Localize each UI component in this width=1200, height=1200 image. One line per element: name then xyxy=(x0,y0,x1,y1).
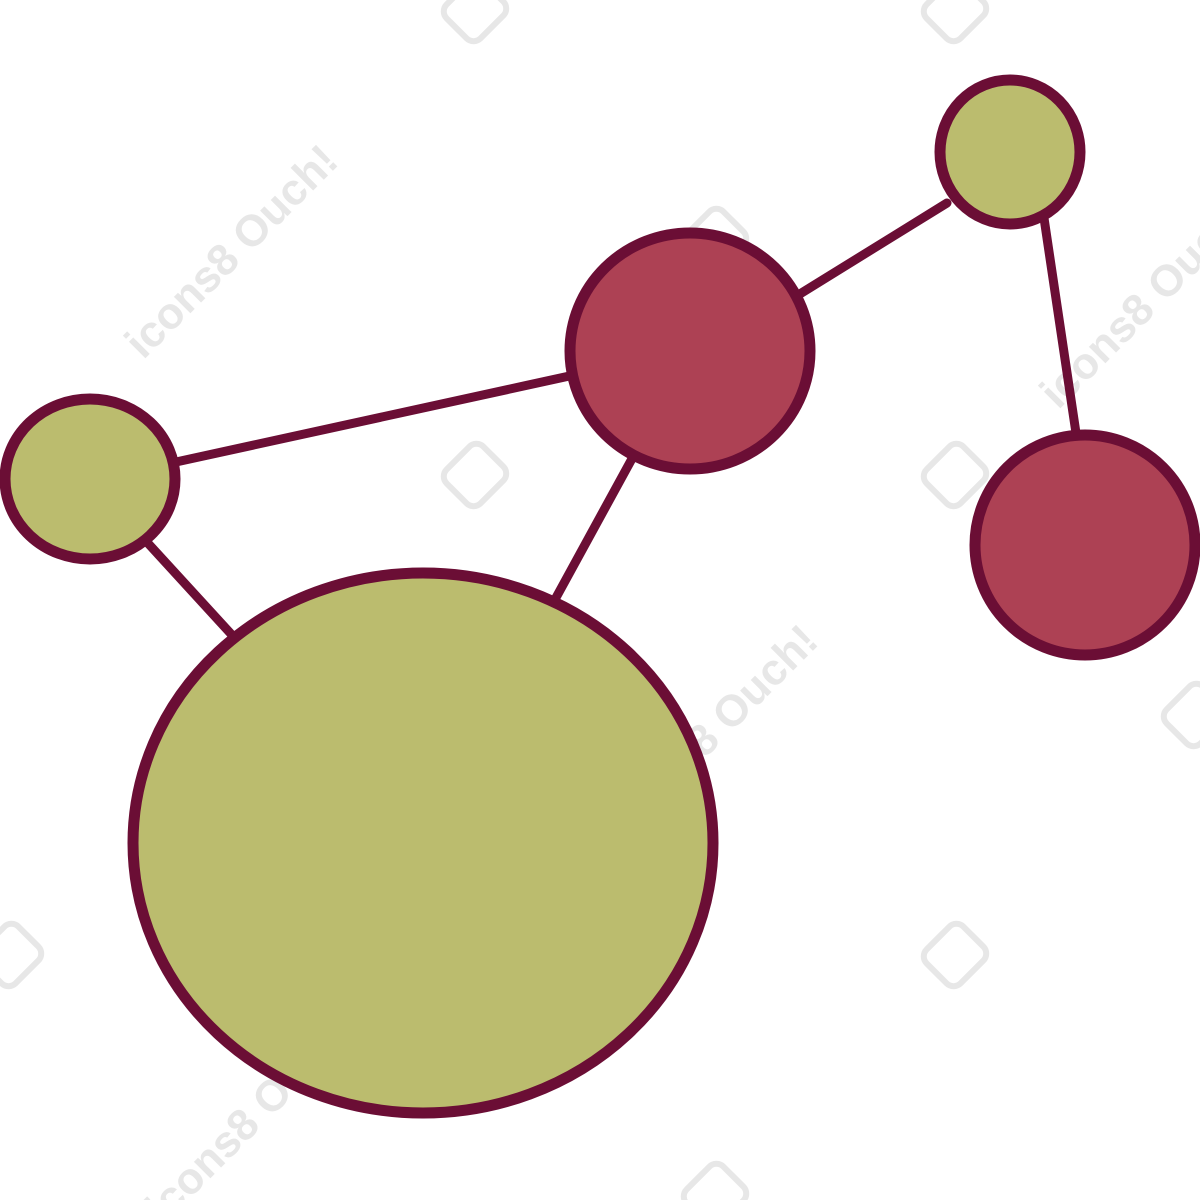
watermark-badge xyxy=(0,920,45,990)
edge-small-green-left-to-large-green-bottom xyxy=(140,535,237,640)
watermark-logo-icon xyxy=(1160,680,1200,750)
watermark-logo-icon xyxy=(920,440,990,510)
watermark-badge xyxy=(440,0,510,45)
node-layer xyxy=(0,74,1200,1119)
watermark-badge xyxy=(1160,680,1200,750)
watermark-badge: icons8 Ouch! xyxy=(116,136,348,368)
edge-small-green-left-to-red-center xyxy=(171,370,579,467)
watermark-logo-icon xyxy=(0,920,45,990)
watermark-badge xyxy=(920,440,990,510)
node-red-center xyxy=(564,227,816,475)
watermark-logo-icon xyxy=(680,1160,750,1200)
watermark-badge xyxy=(920,0,990,45)
watermark-logo-icon xyxy=(920,920,990,990)
node-small-green-top-right xyxy=(934,74,1086,230)
watermark-logo-icon xyxy=(920,0,990,45)
edge-layer xyxy=(140,198,1081,640)
watermark-logo-icon xyxy=(440,440,510,510)
edge-red-center-to-small-green-top-right xyxy=(790,198,952,302)
watermark-badge xyxy=(440,440,510,510)
node-large-green-bottom xyxy=(127,567,719,1119)
watermark-badge xyxy=(680,1160,750,1200)
node-small-green-left xyxy=(0,393,181,565)
edge-large-green-bottom-to-red-center xyxy=(547,450,639,610)
watermark-logo-icon xyxy=(440,0,510,45)
edge-small-green-top-right-to-red-right xyxy=(1039,213,1081,438)
watermark-text: icons8 Ouch! xyxy=(116,136,348,368)
node-red-right xyxy=(969,429,1200,661)
watermark-badge xyxy=(920,920,990,990)
